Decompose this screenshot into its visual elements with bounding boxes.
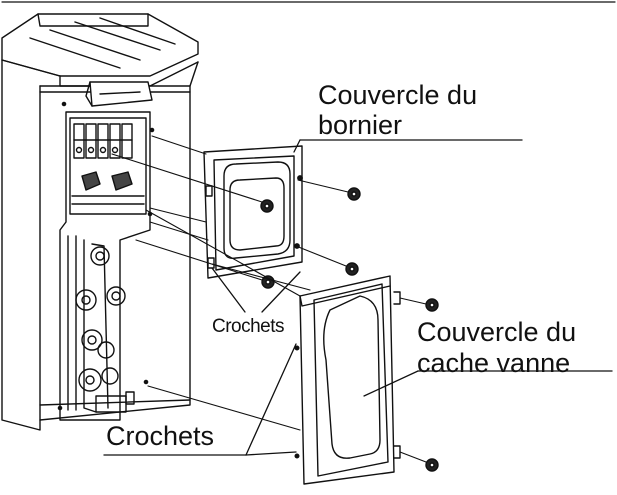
outdoor-unit — [1, 13, 199, 431]
screw-6 — [425, 458, 439, 472]
hooks-label-lower: Crochets — [106, 421, 215, 451]
terminal-cover — [203, 145, 303, 279]
hooks-label-upper: Crochets — [212, 316, 285, 337]
label-leader-lines — [103, 139, 613, 456]
valve-cover — [294, 275, 401, 485]
screw-3 — [345, 262, 359, 276]
handle — [89, 81, 153, 107]
screw-5 — [425, 298, 439, 312]
assembly-guide-lines — [111, 135, 427, 463]
screw-2 — [347, 187, 361, 201]
valve-cover-label-line1: Couvercle du — [417, 317, 577, 347]
terminal-cover-label-line2: bornier — [318, 110, 403, 140]
terminal-cover-label: Couvercle du bornier — [318, 80, 477, 140]
valve-cover-label-line2: cache vanne — [417, 348, 571, 378]
screw-1 — [260, 199, 274, 213]
valve-cover-label: Couvercle du cache vanne — [417, 317, 576, 379]
terminal-cover-label-line1: Couvercle du — [318, 80, 478, 110]
